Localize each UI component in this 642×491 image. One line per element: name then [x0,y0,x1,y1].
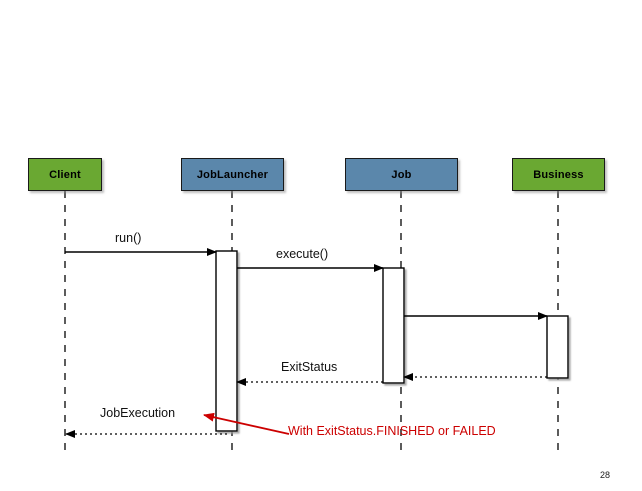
participant-label-joblauncher: JobLauncher [196,168,269,181]
annotation-text-exitstatus-note: With ExitStatus.FINISHED or FAILED [288,424,496,438]
participant-label-business: Business [533,168,584,181]
message-label-run: run() [115,231,142,245]
messages-layer [65,248,548,438]
page-number: 28 [600,470,611,480]
annotation-arrow-exitstatus-note [203,412,290,435]
participant-box-business[interactable]: Business [512,158,605,191]
message-label-exitstatus: ExitStatus [281,360,338,374]
message-label-execute: execute() [276,247,329,261]
activation-bar-job [382,267,405,384]
message-label-jobexecution: JobExecution [100,406,176,420]
participant-box-job[interactable]: Job [345,158,458,191]
activations-layer [215,250,569,432]
annotation-arrows-layer [203,412,290,435]
activation-bar-joblauncher [215,250,238,432]
activation-bar-business [546,315,569,379]
participant-box-joblauncher[interactable]: JobLauncher [181,158,284,191]
participant-label-client: Client [49,168,81,181]
participant-label-job: Job [391,168,412,181]
participant-box-client[interactable]: Client [28,158,102,191]
